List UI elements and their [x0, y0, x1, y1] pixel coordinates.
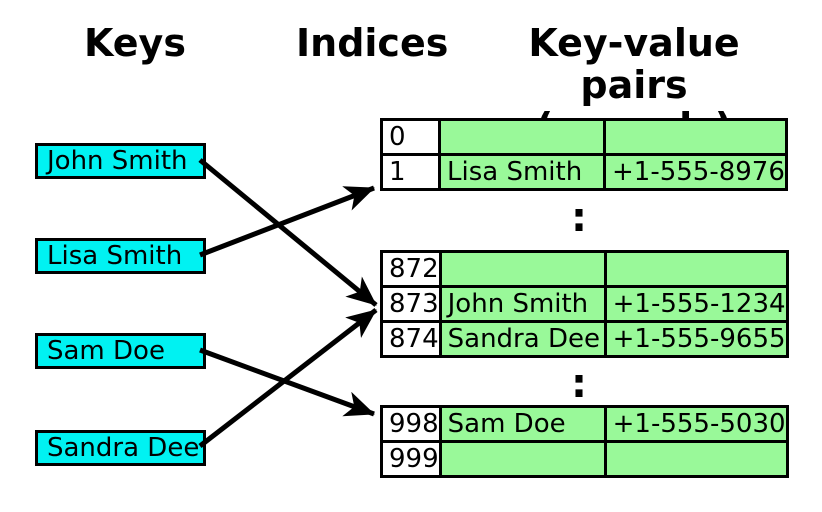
- phone-cell: [603, 118, 788, 156]
- index-cell: 873: [380, 285, 442, 323]
- name-cell: Lisa Smith: [438, 153, 606, 191]
- phone-cell: [603, 440, 789, 478]
- name-cell: [438, 440, 607, 478]
- key-box-sam-doe: Sam Doe: [35, 333, 206, 369]
- index-cell: 998: [380, 405, 442, 443]
- arrow-john-smith-to-873: [198, 158, 378, 307]
- name-cell: [438, 118, 606, 156]
- index-cell: 1: [380, 153, 441, 191]
- index-cell: 872: [380, 250, 442, 288]
- ellipsis-separator: :: [571, 195, 587, 241]
- bucket-table-bottom: 998 Sam Doe +1-555-5030 999: [380, 405, 789, 478]
- phone-cell: +1-555-9655: [603, 320, 789, 358]
- table-row: 998 Sam Doe +1-555-5030: [380, 405, 789, 443]
- key-value-pairs-heading-line1: Key-value pairs: [528, 21, 740, 107]
- name-cell: Sam Doe: [438, 405, 607, 443]
- table-row: 874 Sandra Dee +1-555-9655: [380, 320, 789, 358]
- index-cell: 0: [380, 118, 441, 156]
- bucket-table-top: 0 1 Lisa Smith +1-555-8976: [380, 118, 788, 191]
- index-cell: 999: [380, 440, 442, 478]
- arrow-lisa-smith-to-1: [199, 185, 375, 258]
- key-box-john-smith: John Smith: [35, 143, 206, 179]
- phone-cell: +1-555-8976: [603, 153, 788, 191]
- table-row: 0: [380, 118, 788, 156]
- ellipsis-separator: :: [571, 361, 587, 407]
- table-row: 999: [380, 440, 789, 478]
- index-cell: 874: [380, 320, 442, 358]
- table-row: 872: [380, 250, 789, 288]
- phone-cell: [603, 250, 789, 288]
- table-row: 873 John Smith +1-555-1234: [380, 285, 789, 323]
- indices-heading: Indices: [296, 21, 449, 65]
- phone-cell: +1-555-5030: [603, 405, 789, 443]
- keys-heading: Keys: [84, 21, 186, 65]
- name-cell: Sandra Dee: [438, 320, 607, 358]
- key-box-sandra-dee: Sandra Dee: [35, 430, 206, 466]
- phone-cell: +1-555-1234: [603, 285, 789, 323]
- name-cell: John Smith: [438, 285, 607, 323]
- table-row: 1 Lisa Smith +1-555-8976: [380, 153, 788, 191]
- bucket-table-middle: 872 873 John Smith +1-555-1234 874 Sandr…: [380, 250, 789, 358]
- arrow-sam-doe-to-998: [199, 347, 375, 417]
- arrow-sandra-dee-to-873: [198, 308, 378, 448]
- name-cell: [438, 250, 607, 288]
- key-box-lisa-smith: Lisa Smith: [35, 238, 206, 274]
